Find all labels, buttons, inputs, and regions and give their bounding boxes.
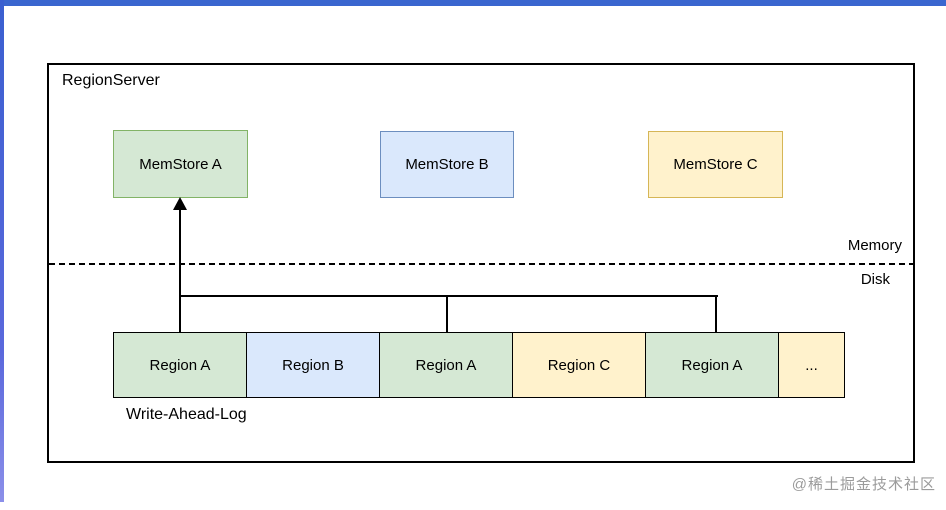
memory-label: Memory <box>847 237 902 254</box>
write-ahead-log-row: Region A Region B Region A Region C Regi… <box>113 332 845 398</box>
watermark-text: @稀土掘金技术社区 <box>791 476 936 493</box>
disk-label: Disk <box>860 271 890 288</box>
write-ahead-log-label: Write-Ahead-Log <box>126 406 247 423</box>
wal-segment-region-a-1: Region A <box>113 332 247 398</box>
memstore-b-box: MemStore B <box>380 131 514 198</box>
wal-to-memstore-arrow-line <box>179 208 181 334</box>
arrowhead-up-icon <box>173 197 187 210</box>
wal-segment-region-c: Region C <box>512 332 646 398</box>
memory-disk-divider-line <box>49 263 915 265</box>
wal-connector-horizontal-line <box>179 295 718 297</box>
regionserver-title: RegionServer <box>62 72 160 89</box>
top-accent-bar <box>0 0 946 6</box>
wal-segment-region-a-3: Region A <box>645 332 779 398</box>
memstore-a-box: MemStore A <box>113 130 248 198</box>
memstore-c-box: MemStore C <box>648 131 783 198</box>
wal-segment-region-a-2: Region A <box>379 332 513 398</box>
wal-connector-middle-line <box>446 295 448 333</box>
left-accent-bar <box>0 0 4 502</box>
wal-segment-region-b: Region B <box>246 332 380 398</box>
wal-segment-ellipsis: ... <box>778 332 845 398</box>
wal-connector-right-line <box>715 295 717 333</box>
